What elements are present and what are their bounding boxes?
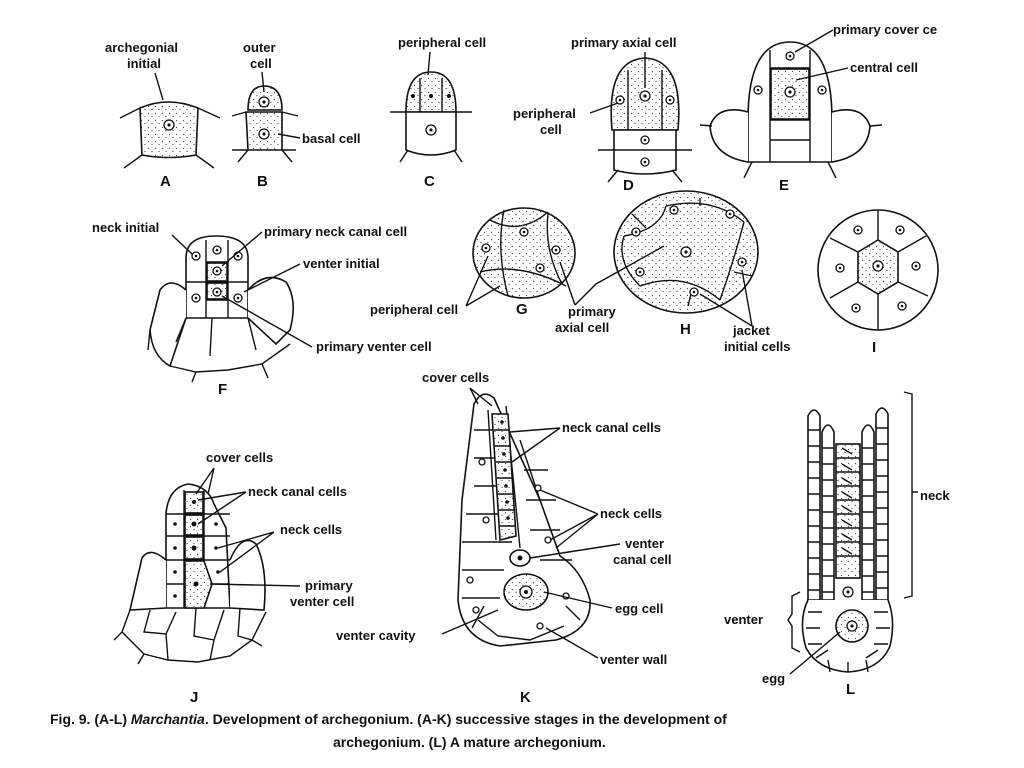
caption-prefix: Fig. 9. (A-L) — [50, 711, 131, 727]
figure-caption: Fig. 9. (A-L) Marchantia. Development of… — [50, 711, 727, 750]
letter-g: G — [516, 301, 528, 318]
caption-line-2: archegonium. (L) A mature archegonium. — [333, 734, 606, 750]
label-venter-wall: venter wall — [600, 652, 667, 667]
stage-i: I — [817, 209, 939, 356]
label-primary-neck-canal-cell: primary neck canal cell — [264, 224, 407, 239]
label-venter-canal-cell: venter — [625, 536, 664, 551]
label-basal-cell: basal cell — [302, 131, 361, 146]
label-venter-cavity: venter cavity — [336, 628, 416, 643]
label-primary-cover-cell: primary cover ce — [833, 22, 937, 37]
label-cover-cells-k: cover cells — [422, 370, 489, 385]
label-neck-cells-k: neck cells — [600, 506, 662, 521]
label-egg-cell: egg cell — [615, 601, 663, 616]
stage-h: primary axial cell jacket initial cells … — [555, 190, 790, 354]
label-primary-axial-cell-gh: primary — [568, 304, 616, 319]
label-neck: neck — [920, 488, 950, 503]
stage-j: cover cells neck canal cells neck cells … — [113, 450, 354, 706]
caption-line-1-rest: . Development of archegonium. (A-K) succ… — [205, 711, 727, 727]
letter-i: I — [872, 339, 876, 356]
stage-k: cover cells neck canal cells neck cells … — [336, 370, 672, 706]
letter-e: E — [779, 177, 789, 194]
label-outer-cell-2: cell — [250, 56, 272, 71]
label-neck-initial: neck initial — [92, 220, 159, 235]
letter-d: D — [623, 177, 634, 194]
letter-h: H — [680, 321, 691, 338]
label-central-cell: central cell — [850, 60, 918, 75]
letter-k: K — [520, 689, 531, 706]
label-egg: egg — [762, 671, 785, 686]
label-primary-axial-cell-gh-2: axial cell — [555, 320, 609, 335]
label-archegonial-initial: archegonial — [105, 40, 178, 55]
label-primary-axial-cell-d: primary axial cell — [571, 35, 677, 50]
caption-genus: Marchantia — [131, 711, 205, 727]
label-jacket-initial-cells-2: initial cells — [724, 339, 790, 354]
letter-a: A — [160, 173, 171, 190]
caption-line-1: Fig. 9. (A-L) Marchantia. Development of… — [50, 711, 727, 727]
letter-j: J — [190, 689, 198, 706]
label-peripheral-cell-d: peripheral — [513, 106, 576, 121]
label-neck-cells-j: neck cells — [280, 522, 342, 537]
stage-l: neck venter egg L — [724, 391, 950, 698]
label-jacket-initial-cells: jacket — [732, 323, 771, 338]
label-primary-venter-cell-j: primary — [305, 578, 353, 593]
label-venter-initial: venter initial — [303, 256, 380, 271]
label-venter-canal-cell-2: canal cell — [613, 552, 672, 567]
label-venter: venter — [724, 612, 763, 627]
stage-f: neck initial primary neck canal cell ven… — [92, 220, 432, 398]
stage-d: primary axial cell peripheral cell D — [513, 35, 692, 194]
stage-b: outer cell basal cell B — [231, 40, 361, 190]
label-primary-venter-cell-f: primary venter cell — [316, 339, 432, 354]
label-peripheral-cell-c: peripheral cell — [398, 35, 486, 50]
label-primary-venter-cell-j-2: venter cell — [290, 594, 354, 609]
letter-b: B — [257, 173, 268, 190]
stage-c: peripheral cell C — [390, 35, 486, 190]
label-peripheral-cell-g: peripheral cell — [370, 302, 458, 317]
stage-e: primary cover ce central cell E — [699, 22, 937, 194]
label-neck-canal-cells-k: neck canal cells — [562, 420, 661, 435]
letter-c: C — [424, 173, 435, 190]
stage-g: peripheral cell G — [370, 207, 576, 318]
label-neck-canal-cells-j: neck canal cells — [248, 484, 347, 499]
label-outer-cell: outer — [243, 40, 276, 55]
label-peripheral-cell-d-2: cell — [540, 122, 562, 137]
label-archegonial-initial-2: initial — [127, 56, 161, 71]
label-cover-cells-j: cover cells — [206, 450, 273, 465]
letter-f: F — [218, 381, 227, 398]
stage-a: archegonial initial A — [105, 40, 221, 190]
letter-l: L — [846, 681, 855, 698]
